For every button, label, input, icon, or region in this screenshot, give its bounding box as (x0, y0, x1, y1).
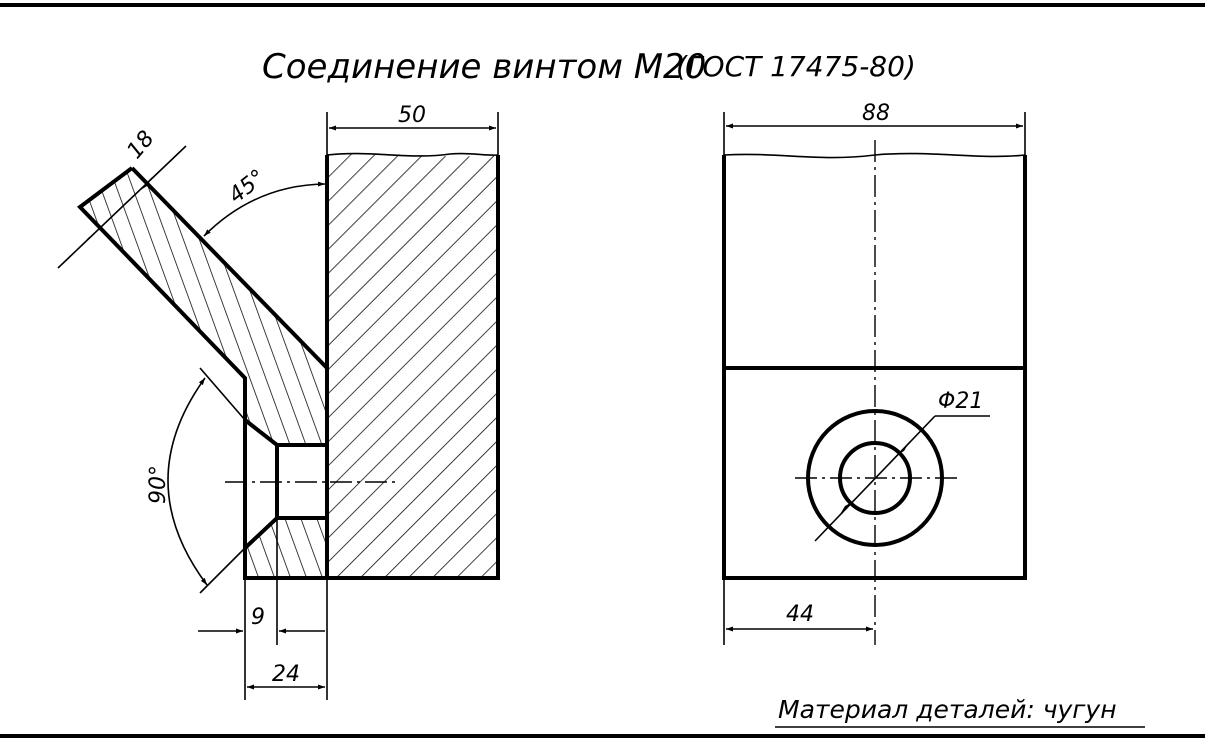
dim-50-label: 50 (398, 103, 426, 128)
dim-90-label: 90° (146, 465, 171, 504)
dim-18-arrow-2 (82, 233, 95, 246)
right-plan-view: 88 44 Φ21 (722, 101, 1027, 645)
base-plate-section (327, 153, 498, 578)
dim-arc-45 (203, 181, 326, 237)
dim-line-dia (814, 415, 936, 542)
drawing-standard: (ГОСТ 17475-80) (676, 50, 916, 83)
bracket-outline (76, 166, 329, 580)
dim-line-18 (57, 145, 187, 269)
dim-18-label: 18 (122, 126, 159, 164)
dim-dia-arrow-2 (839, 502, 852, 516)
ext-line-90-top (199, 367, 246, 421)
base-plate-break-line (326, 152, 499, 157)
dim-9-label: 9 (251, 605, 265, 630)
hole-inner-circle (838, 441, 912, 515)
countersink-outer-circle (806, 409, 944, 547)
ext-line-90-bottom (199, 547, 246, 594)
dim-24-label: 24 (272, 662, 300, 687)
bracket-section (80, 168, 327, 445)
material-note: Материал деталей: чугун (778, 695, 1117, 724)
dim-18-arrow-1 (139, 177, 152, 191)
dim-arc-90 (167, 377, 208, 586)
dim-dia-label: Φ21 (938, 389, 983, 414)
dim-45-label: 45° (224, 165, 270, 209)
bracket-lower-section (245, 518, 327, 578)
drawing-title: Соединение винтом М20 (262, 47, 706, 87)
dim-dia-arrow-1 (897, 441, 910, 455)
left-section-view: 50 18 45° 90° 9 24 (57, 103, 500, 700)
dim-88-label: 88 (862, 101, 890, 126)
dim-44-label: 44 (786, 602, 814, 627)
